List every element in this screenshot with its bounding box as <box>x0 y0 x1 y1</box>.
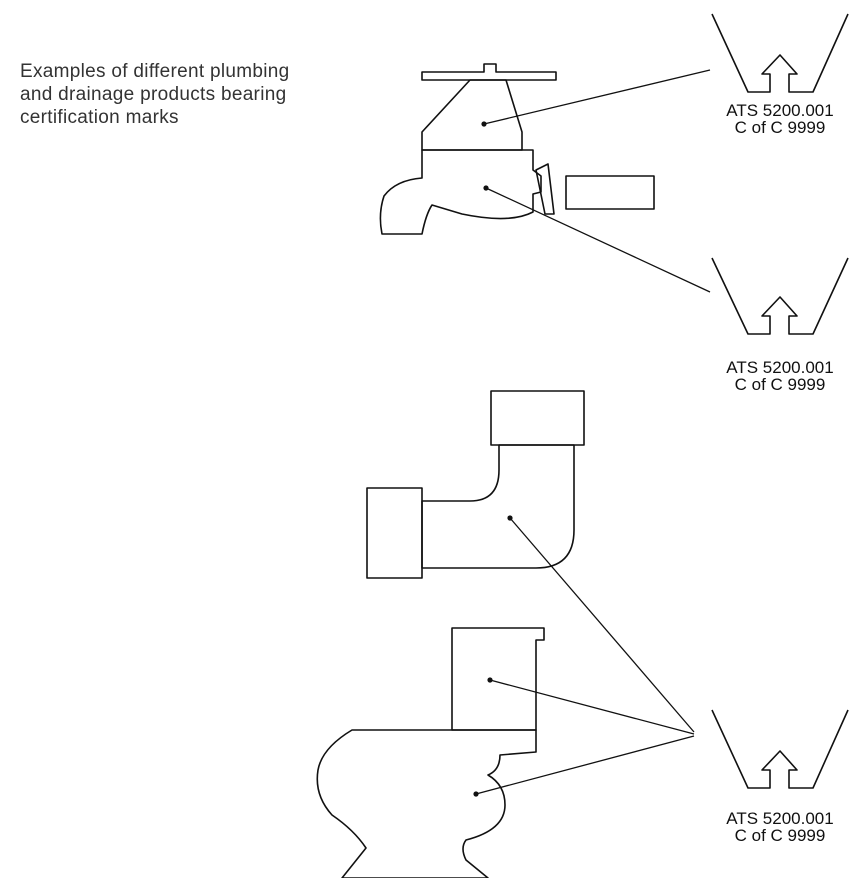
leader-tap-body <box>485 187 711 293</box>
leader-dot-pan <box>473 791 479 797</box>
tap-headgear <box>421 79 523 151</box>
leader-lines <box>473 69 711 797</box>
caption: Examples of different plumbing and drain… <box>20 60 400 129</box>
tap-body <box>379 149 542 235</box>
leader-dot-elbow <box>507 515 513 521</box>
mark-2-certificate: C of C 9999 <box>735 375 826 394</box>
certification-mark-2: ATS 5200.001 C of C 9999 <box>711 257 849 394</box>
leader-elbow <box>509 517 695 733</box>
caption-line-3: certification marks <box>20 107 179 128</box>
elbow-pipe-body <box>421 444 575 569</box>
leader-tap-handle <box>483 69 711 125</box>
mark-2-standard: ATS 5200.001 <box>726 358 833 377</box>
leader-pan <box>475 735 695 795</box>
tap-crosshead <box>421 63 557 81</box>
tap-label-box <box>565 175 655 210</box>
mark-3-standard: ATS 5200.001 <box>726 809 833 828</box>
caption-line-1: Examples of different plumbing <box>20 61 290 82</box>
watermark-logo-icon <box>711 709 849 789</box>
watermark-logo-icon <box>711 13 849 93</box>
tap-illustration <box>379 63 655 235</box>
toilet-pan <box>316 729 537 878</box>
mark-1-certificate: C of C 9999 <box>735 118 826 137</box>
toilet-cistern <box>451 627 545 731</box>
mark-3-certificate: C of C 9999 <box>735 826 826 845</box>
leader-cistern <box>489 679 695 735</box>
elbow-top-socket <box>490 390 585 446</box>
toilet-illustration <box>316 627 545 878</box>
leader-dot-cistern <box>487 677 493 683</box>
certification-mark-3: ATS 5200.001 C of C 9999 <box>711 709 849 845</box>
elbow-side-socket <box>366 487 423 579</box>
leader-dot-tap-handle <box>481 121 487 127</box>
pipe-elbow-illustration <box>366 390 585 579</box>
caption-line-2: and drainage products bearing <box>20 84 287 105</box>
tap-connector <box>535 163 555 215</box>
leader-dot-tap-body <box>483 185 489 191</box>
mark-1-standard: ATS 5200.001 <box>726 101 833 120</box>
watermark-logo-icon <box>711 257 849 335</box>
certification-mark-1: ATS 5200.001 C of C 9999 <box>711 13 849 137</box>
